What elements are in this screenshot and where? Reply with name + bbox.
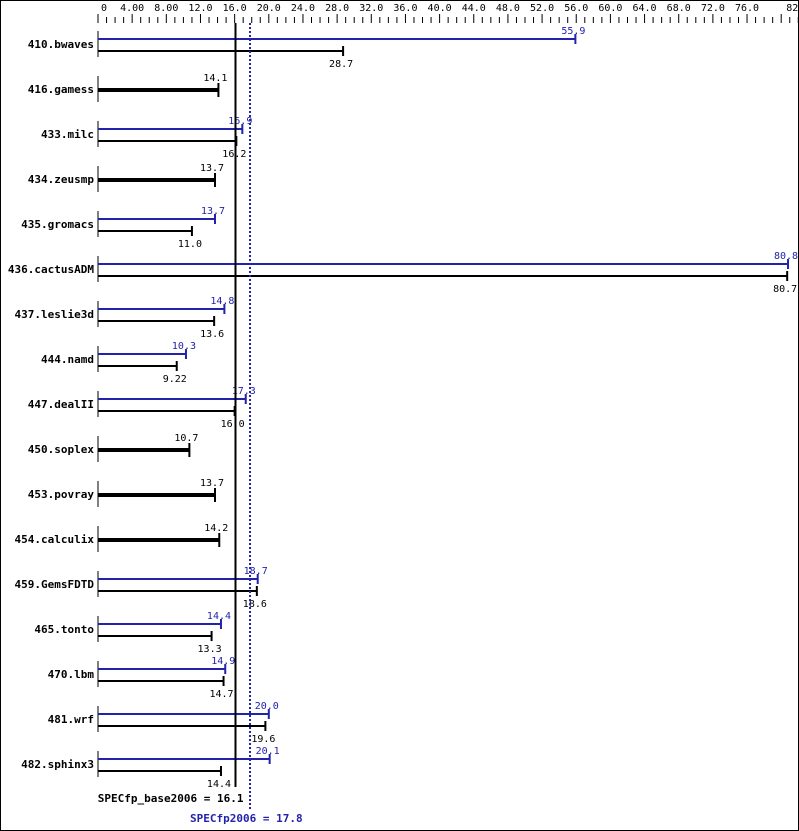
base-value-label: 14.7: [209, 689, 233, 700]
peak-value-label: 80.8: [774, 251, 798, 262]
base-value-label: 16.0: [221, 419, 245, 430]
base-value-label: 18.6: [243, 599, 267, 610]
benchmark-label: 453.povray: [28, 488, 95, 501]
peak-value-label: 14.9: [211, 656, 235, 667]
benchmark-label: 450.soplex: [28, 443, 95, 456]
tick-label: 24.0: [291, 3, 315, 14]
tick-label: 44.0: [462, 3, 486, 14]
tick-label: 72.0: [701, 3, 725, 14]
benchmark-label: 436.cactusADM: [8, 263, 94, 276]
base-value-label: 13.7: [200, 478, 224, 489]
peak-value-label: 17.3: [232, 386, 256, 397]
benchmark-label: 437.leslie3d: [15, 308, 94, 321]
base-value-label: 19.6: [251, 734, 275, 745]
benchmark-label: 435.gromacs: [21, 218, 94, 231]
tick-label: 64.0: [633, 3, 657, 14]
benchmark-label: 454.calculix: [15, 533, 95, 546]
base-value-label: 28.7: [329, 59, 353, 70]
benchmark-label: 447.dealII: [28, 398, 94, 411]
benchmark-label: 482.sphinx3: [21, 758, 94, 771]
base-value-label: 14.1: [203, 73, 227, 84]
tick-label: 32.0: [359, 3, 383, 14]
tick-label: 48.0: [496, 3, 520, 14]
peak-value-label: 14.8: [210, 296, 234, 307]
benchmark-label: 465.tonto: [34, 623, 94, 636]
tick-label: 40.0: [428, 3, 452, 14]
tick-label: 12.0: [188, 3, 212, 14]
base-value-label: 11.0: [178, 239, 202, 250]
base-value-label: 80.7: [773, 284, 797, 295]
tick-label: 60.0: [598, 3, 622, 14]
peak-value-label: 55.9: [561, 26, 585, 37]
tick-label: 4.00: [120, 3, 144, 14]
base-value-label: 13.3: [198, 644, 222, 655]
peak-reference-label: SPECfp2006 = 17.8: [190, 812, 303, 825]
benchmark-label: 434.zeusmp: [28, 173, 95, 186]
tick-label: 0: [101, 3, 107, 14]
peak-value-label: 18.7: [244, 566, 268, 577]
tick-label: 56.0: [564, 3, 588, 14]
tick-label: 20.0: [257, 3, 281, 14]
tick-label: 52.0: [530, 3, 554, 14]
peak-value-label: 20.0: [255, 701, 279, 712]
peak-value-label: 16.9: [228, 116, 252, 127]
tick-label: 68.0: [667, 3, 691, 14]
benchmark-label: 481.wrf: [48, 713, 94, 726]
benchmark-label: 444.namd: [41, 353, 94, 366]
tick-label: 76.0: [735, 3, 759, 14]
tick-label: 82.0: [786, 3, 799, 14]
peak-value-label: 14.4: [207, 611, 231, 622]
peak-value-label: 13.7: [201, 206, 225, 217]
base-value-label: 9.22: [163, 374, 187, 385]
base-value-label: 14.2: [204, 523, 228, 534]
base-value-label: 13.7: [200, 163, 224, 174]
peak-value-label: 20.1: [256, 746, 280, 757]
base-reference-label: SPECfp_base2006 = 16.1: [98, 792, 244, 805]
base-value-label: 14.4: [207, 779, 231, 790]
base-value-label: 10.7: [174, 433, 198, 444]
base-value-label: 16.2: [222, 149, 246, 160]
benchmark-label: 470.lbm: [48, 668, 95, 681]
tick-label: 28.0: [325, 3, 349, 14]
tick-label: 16.0: [223, 3, 247, 14]
benchmark-label: 410.bwaves: [28, 38, 94, 51]
benchmark-label: 433.milc: [41, 128, 94, 141]
benchmark-label: 459.GemsFDTD: [15, 578, 95, 591]
tick-label: 8.00: [154, 3, 178, 14]
benchmark-label: 416.gamess: [28, 83, 94, 96]
tick-label: 36.0: [393, 3, 417, 14]
base-value-label: 13.6: [200, 329, 224, 340]
peak-value-label: 10.3: [172, 341, 196, 352]
